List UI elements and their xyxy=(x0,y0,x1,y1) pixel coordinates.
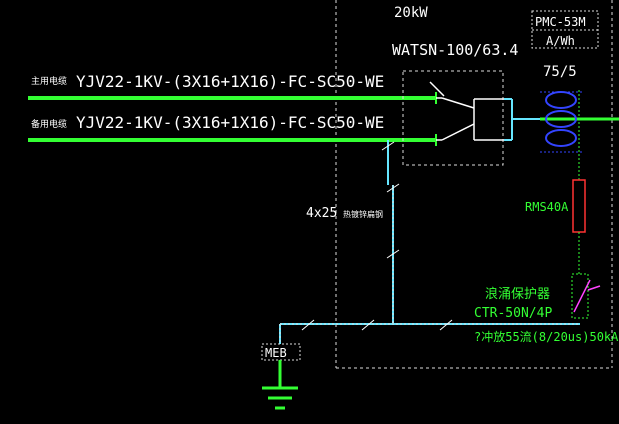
meter-unit-label: A/Wh xyxy=(546,34,575,48)
current-transformer xyxy=(540,91,582,153)
ats-switch xyxy=(429,81,504,141)
backup-cable-spec: YJV22-1KV-(3X16+1X16)-FC-SC50-WE xyxy=(76,113,384,132)
ats-enclosure xyxy=(402,70,504,166)
ct-ratio-label: 75/5 xyxy=(543,64,577,80)
spd-model-label: CTR-50N/4P xyxy=(474,306,552,321)
rms-label: RMS40A xyxy=(525,200,569,214)
main-cable-tag: 主用电缆 xyxy=(31,75,67,87)
ground-spec-label: 4x25 xyxy=(306,206,337,221)
spd-rating-label: ?冲放55流(8/20us)50kA xyxy=(474,329,619,344)
rms-relay xyxy=(572,179,586,233)
surge-protector xyxy=(571,273,601,319)
output-conductor xyxy=(504,98,540,141)
ground-spec-note: 热镀锌扁钢 xyxy=(343,209,383,219)
earth-ground-icon xyxy=(262,360,298,410)
meter-model-label: PMC-53M xyxy=(535,15,586,29)
panel-boundary xyxy=(335,0,613,369)
backup-cable-tag: 备用电缆 xyxy=(31,118,67,130)
meb-label: MEB xyxy=(265,346,287,360)
energy-meter: PMC-53M A/Wh xyxy=(531,10,599,49)
spd-name-label: 浪涌保护器 xyxy=(485,287,550,302)
main-cable-spec: YJV22-1KV-(3X16+1X16)-FC-SC50-WE xyxy=(76,72,384,91)
feeder-lines xyxy=(28,96,436,142)
ats-model-label: WATSN-100/63.4 xyxy=(392,41,518,59)
power-rating-label: 20kW xyxy=(394,5,428,21)
meb-terminal: MEB xyxy=(261,343,301,361)
ground-tick-marks xyxy=(301,141,453,331)
